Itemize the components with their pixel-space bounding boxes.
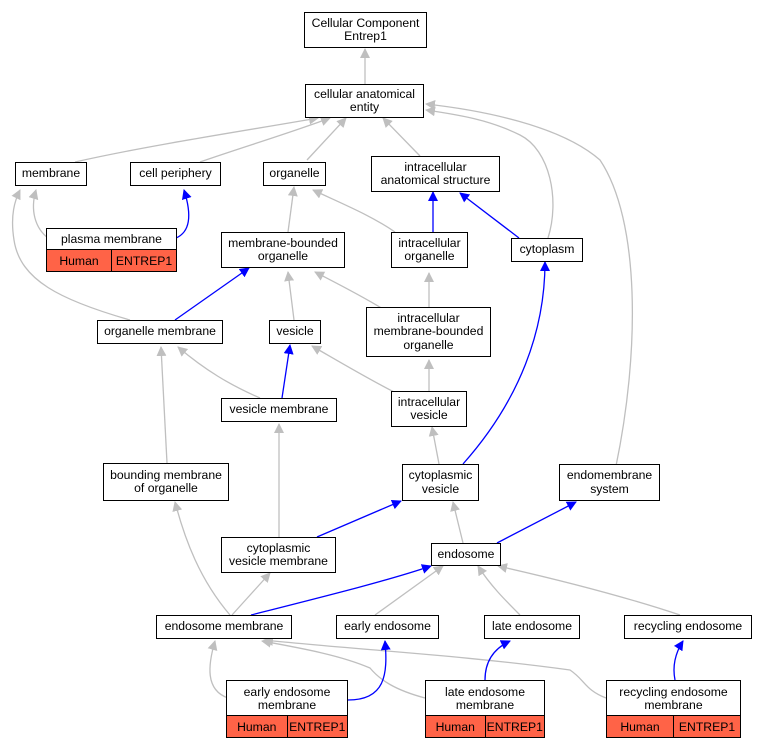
- gene-cell: ENTREP1: [484, 716, 545, 737]
- edge: [172, 501, 231, 616]
- node-cytoplasmic-vesicle[interactable]: cytoplasmic vesicle: [402, 464, 479, 501]
- edge: [450, 501, 464, 544]
- edge: [287, 186, 298, 233]
- annotated-node-late-endosome-membrane[interactable]: late endosome membrane Human ENTREP1: [425, 680, 545, 738]
- edge: [477, 565, 521, 616]
- node-cell-periphery[interactable]: cell periphery: [130, 162, 221, 186]
- edge: [484, 640, 511, 681]
- annotation-row: Human ENTREP1: [227, 715, 347, 737]
- node-cytoplasmic-vesicle-membrane[interactable]: cytoplasmic vesicle membrane: [221, 537, 336, 573]
- edge: [306, 117, 347, 161]
- edge: [156, 346, 168, 464]
- edge: [314, 271, 384, 310]
- edge: [284, 271, 295, 321]
- annotated-node-recycling-endosome-membrane[interactable]: recycling endosome membrane Human ENTREP…: [606, 680, 741, 738]
- gene-cell: ENTREP1: [111, 250, 176, 271]
- edge: [177, 346, 261, 399]
- node-intracellular-organelle[interactable]: intracellular organelle: [391, 232, 468, 268]
- annotation-row: Human ENTREP1: [47, 249, 176, 271]
- edge: [261, 637, 426, 699]
- node-vesicle-membrane[interactable]: vesicle membrane: [221, 398, 337, 422]
- edge: [263, 635, 607, 699]
- node-cellular-anatomical-entity[interactable]: cellular anatomical entity: [305, 84, 424, 118]
- edge: [382, 117, 421, 157]
- annotation-row: Human ENTREP1: [607, 715, 740, 737]
- edge: [28, 189, 49, 239]
- gene-cell: ENTREP1: [673, 716, 740, 737]
- annotated-node-title: early endosome membrane: [243, 684, 331, 712]
- annotation-row: Human ENTREP1: [426, 715, 544, 737]
- node-bounding-membrane-of-organelle[interactable]: bounding membrane of organelle: [103, 463, 229, 501]
- node-intracellular-vesicle[interactable]: intracellular vesicle: [391, 391, 467, 427]
- node-intracellular-membrane-bounded-organelle[interactable]: intracellular membrane-bounded organelle: [366, 307, 491, 357]
- node-membrane-bounded-organelle[interactable]: membrane-bounded organelle: [221, 232, 345, 268]
- node-vesicle[interactable]: vesicle: [269, 320, 321, 344]
- edge: [673, 640, 684, 681]
- edge: [374, 565, 444, 616]
- edge: [311, 345, 399, 395]
- edge: [312, 189, 396, 233]
- edge: [462, 261, 550, 465]
- edge: [428, 426, 440, 465]
- annotated-node-early-endosome-membrane[interactable]: early endosome membrane Human ENTREP1: [226, 680, 348, 738]
- node-membrane[interactable]: membrane: [15, 162, 87, 186]
- edge: [175, 189, 192, 239]
- edge: [425, 100, 634, 467]
- node-endomembrane-system[interactable]: endomembrane system: [559, 464, 660, 501]
- edge: [199, 116, 331, 163]
- species-cell: Human: [435, 719, 475, 734]
- node-organelle-membrane[interactable]: organelle membrane: [97, 320, 223, 344]
- edge: [497, 563, 681, 616]
- edge: [425, 106, 554, 239]
- edge: [174, 267, 250, 321]
- edge: [11, 189, 131, 321]
- node-endosome-membrane[interactable]: endosome membrane: [156, 615, 292, 639]
- node-cytoplasm[interactable]: cytoplasm: [511, 238, 583, 262]
- annotated-node-title: late endosome membrane: [445, 684, 525, 712]
- edge: [231, 572, 271, 616]
- node-recycling-endosome[interactable]: recycling endosome: [624, 615, 752, 639]
- annotated-node-title: recycling endosome membrane: [619, 684, 728, 712]
- node-late-endosome[interactable]: late endosome: [484, 615, 580, 639]
- annotated-node-title: plasma membrane: [61, 232, 162, 247]
- gene-cell: ENTREP1: [286, 716, 348, 737]
- edge: [496, 501, 577, 544]
- edge: [250, 564, 432, 616]
- edge: [281, 344, 294, 399]
- annotated-node-plasma-membrane[interactable]: plasma membrane Human ENTREP1: [46, 228, 177, 272]
- edge: [207, 640, 229, 699]
- node-organelle[interactable]: organelle: [263, 162, 326, 186]
- species-cell: Human: [620, 719, 660, 734]
- species-cell: Human: [59, 253, 99, 268]
- edge: [74, 114, 319, 163]
- edge: [347, 640, 391, 701]
- edge: [316, 499, 402, 538]
- species-cell: Human: [237, 719, 277, 734]
- node-cellular-component[interactable]: Cellular Component Entrep1: [304, 12, 427, 48]
- edge: [459, 192, 520, 239]
- node-early-endosome[interactable]: early endosome: [336, 615, 439, 639]
- node-intracellular-anatomical-structure[interactable]: intracellular anatomical structure: [371, 156, 500, 192]
- node-endosome[interactable]: endosome: [431, 543, 501, 566]
